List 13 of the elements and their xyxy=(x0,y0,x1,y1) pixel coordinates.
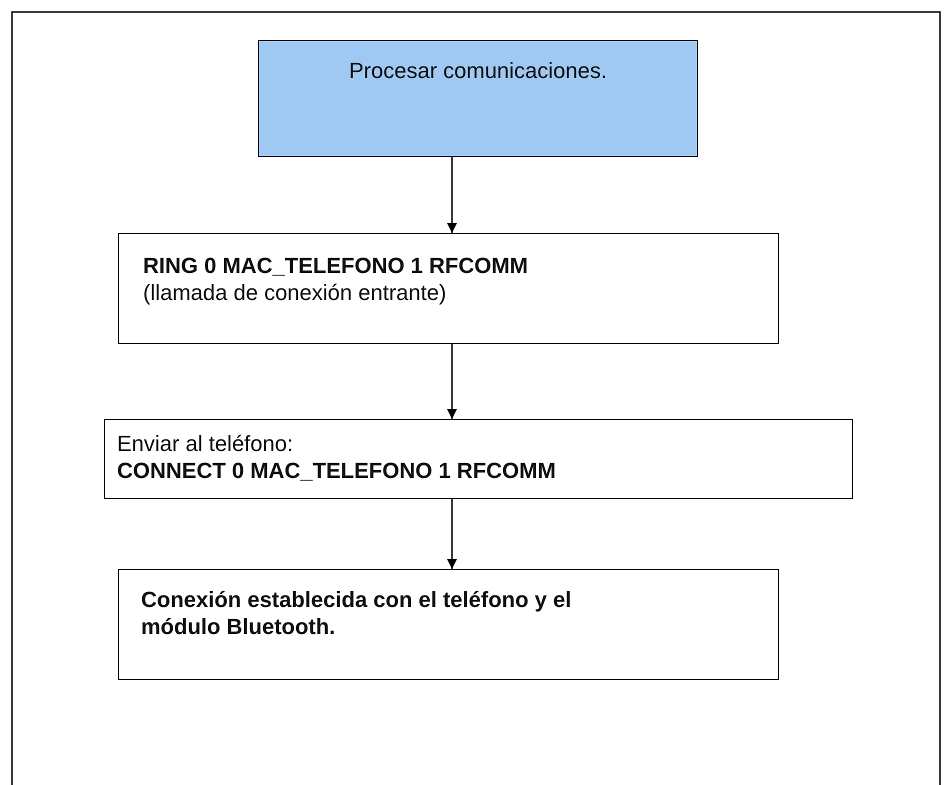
process-box xyxy=(104,419,853,499)
box-text: Procesar comunicaciones. xyxy=(348,57,608,84)
arrow xyxy=(447,157,457,233)
process-box xyxy=(118,569,779,680)
box-text: Enviar al teléfono: xyxy=(117,430,294,457)
box-text: Conexión establecida con el teléfono y el módulo Bluetooth. xyxy=(141,586,572,640)
box-text: RING 0 MAC_TELEFONO 1 RFCOMM xyxy=(143,252,528,279)
arrow xyxy=(447,344,457,419)
arrow xyxy=(447,499,457,569)
box-text: (llamada de conexión entrante) xyxy=(143,279,446,306)
box-text: CONNECT 0 MAC_TELEFONO 1 RFCOMM xyxy=(117,457,556,484)
process-box xyxy=(258,40,698,157)
process-box xyxy=(118,233,779,344)
